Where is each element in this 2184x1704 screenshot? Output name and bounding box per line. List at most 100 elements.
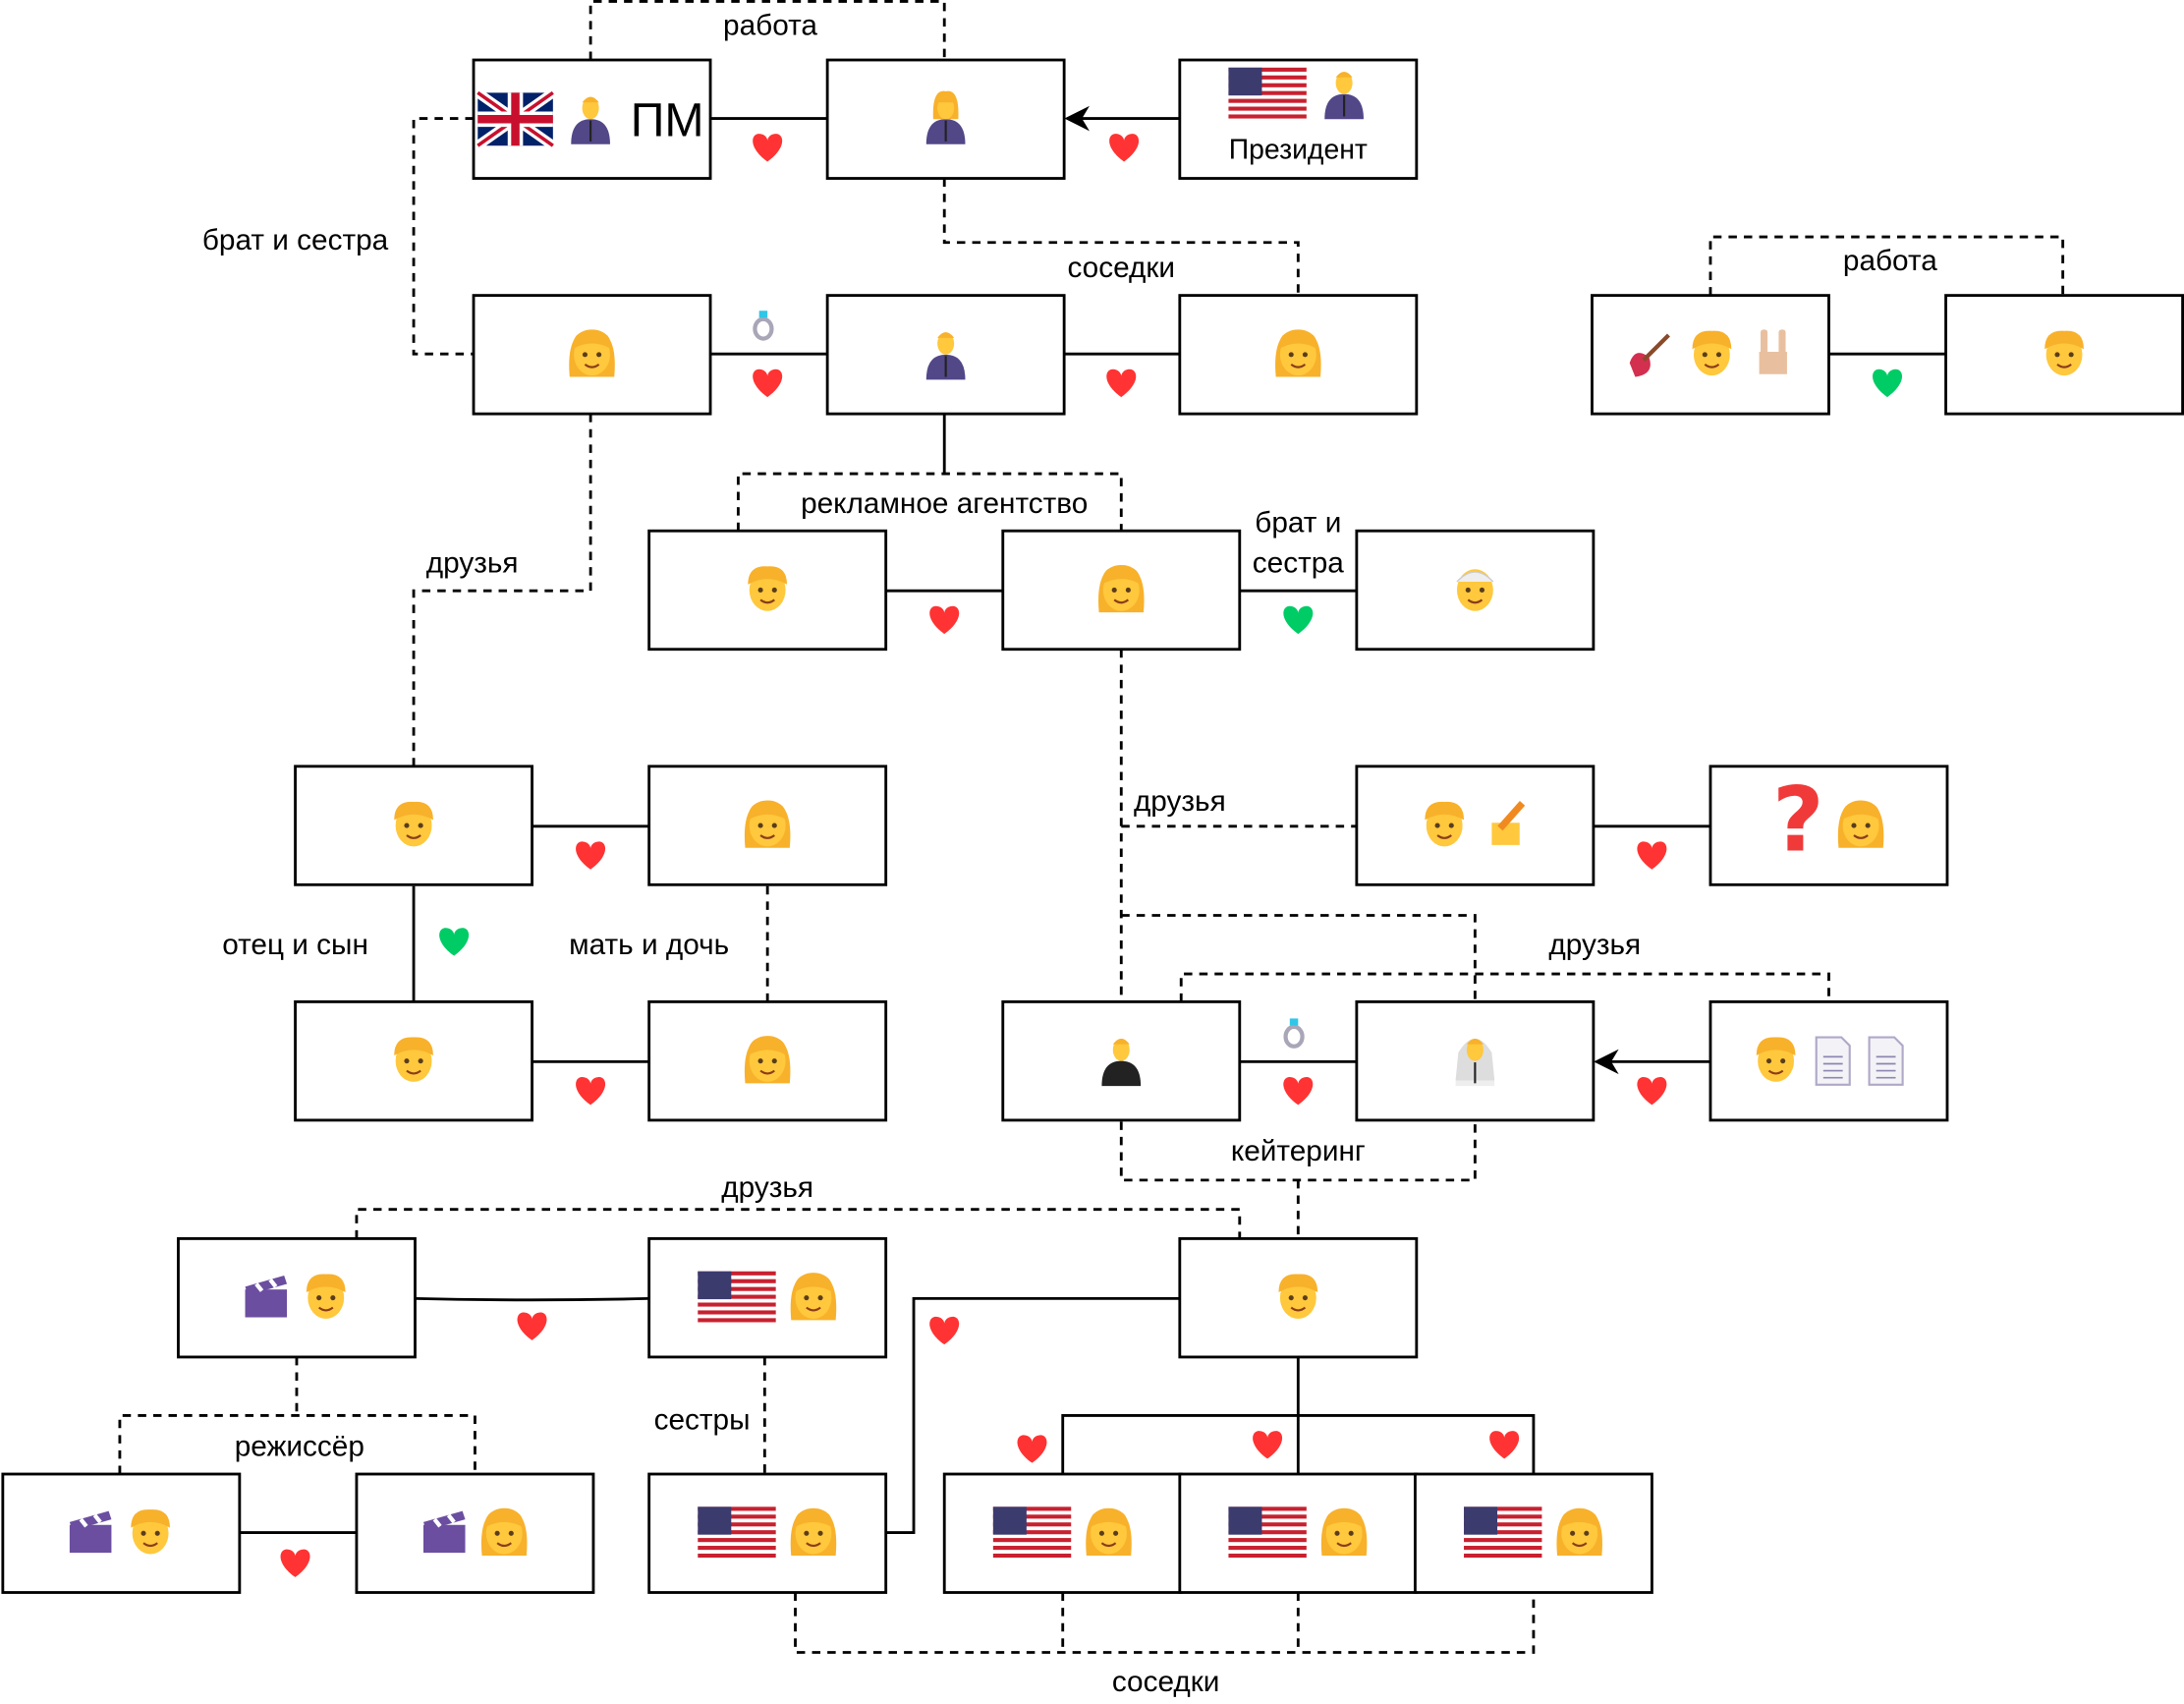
relation-marks bbox=[280, 134, 1903, 1577]
person-box-q[interactable] bbox=[647, 999, 888, 1122]
person-box-k[interactable] bbox=[1355, 529, 1596, 652]
edge-work-top[interactable] bbox=[588, 0, 946, 61]
man-icon bbox=[394, 801, 433, 847]
edge-director[interactable] bbox=[118, 1356, 476, 1475]
edge[interactable] bbox=[885, 1296, 1180, 1534]
person-box-x[interactable] bbox=[1, 1472, 242, 1594]
man-suit-icon bbox=[1324, 72, 1364, 120]
clapper-icon bbox=[422, 1510, 466, 1554]
person-box-e[interactable] bbox=[825, 294, 1066, 416]
person-box-f[interactable] bbox=[1178, 294, 1419, 416]
label-neighbors-bottom: соседки bbox=[1112, 1666, 1220, 1698]
label-friends-left: друзья bbox=[426, 547, 519, 580]
box-frame bbox=[355, 1472, 595, 1594]
red-heart-icon bbox=[1017, 1435, 1047, 1463]
edge[interactable] bbox=[1121, 914, 1477, 1002]
document-icon bbox=[1868, 1036, 1904, 1086]
red-heart-icon bbox=[1489, 1431, 1520, 1459]
woman-icon bbox=[569, 329, 615, 377]
man-icon bbox=[1756, 1037, 1796, 1082]
edge[interactable] bbox=[415, 1296, 649, 1302]
label-director: режиссёр bbox=[235, 1431, 364, 1463]
box-frame bbox=[1944, 294, 2184, 416]
us-flag-icon bbox=[992, 1506, 1072, 1561]
person-box-president[interactable]: Президент bbox=[1178, 58, 1419, 180]
label-work-top: работа bbox=[723, 10, 817, 42]
us-flag-icon bbox=[698, 1506, 776, 1561]
edge-friends-bottom[interactable] bbox=[355, 1208, 1242, 1239]
us-flag-icon bbox=[698, 1271, 776, 1325]
woman-icon bbox=[744, 800, 791, 848]
woman-icon bbox=[480, 1507, 528, 1556]
rock-hand-icon bbox=[1759, 329, 1787, 374]
person-box-h[interactable] bbox=[1944, 294, 2184, 416]
edge-work-right[interactable] bbox=[1708, 235, 2065, 296]
man-icon bbox=[1692, 330, 1732, 376]
person-box-i[interactable] bbox=[647, 529, 888, 652]
red-heart-icon bbox=[753, 134, 783, 162]
green-heart-icon bbox=[1283, 605, 1314, 635]
edge-labels: работа брат и сестра соседки работа рекл… bbox=[189, 5, 1947, 1698]
person-box-y[interactable] bbox=[355, 1472, 595, 1594]
person-box-p[interactable] bbox=[294, 999, 533, 1122]
label-siblings-left: брат и сестра bbox=[202, 224, 389, 256]
edge-neighbors-bottom[interactable] bbox=[794, 1592, 1536, 1654]
label-father-son: отец и сын bbox=[222, 929, 368, 961]
green-heart-icon bbox=[439, 928, 470, 956]
box-label: ПМ bbox=[631, 93, 704, 146]
person-box-s[interactable] bbox=[1355, 999, 1596, 1122]
ring-icon bbox=[753, 311, 774, 341]
label-siblings-mid: брат и bbox=[1255, 507, 1341, 540]
label-friends-right: друзья bbox=[1548, 929, 1641, 961]
edge[interactable] bbox=[1061, 1356, 1536, 1475]
clapper-icon bbox=[69, 1510, 112, 1554]
person-box-b[interactable] bbox=[825, 58, 1066, 180]
edge-siblings-left[interactable] bbox=[412, 117, 475, 356]
solid-edges bbox=[239, 105, 1946, 1534]
person-box-j[interactable] bbox=[1001, 529, 1242, 652]
person-box-r[interactable] bbox=[1001, 999, 1242, 1122]
edge-friends-mid[interactable] bbox=[1119, 649, 1357, 1002]
woman-icon bbox=[790, 1507, 837, 1556]
man-icon bbox=[1278, 1274, 1318, 1319]
boy-icon bbox=[394, 1037, 433, 1082]
label-ad-agency: рекламное агентство bbox=[801, 487, 1088, 520]
person-box-d[interactable] bbox=[472, 294, 712, 416]
label-friends-bottom: друзья bbox=[721, 1171, 813, 1204]
red-heart-icon bbox=[1106, 369, 1137, 398]
person-box-ac[interactable] bbox=[1413, 1472, 1653, 1594]
woman-icon bbox=[1320, 1507, 1368, 1556]
woman-icon bbox=[1556, 1507, 1602, 1556]
person-box-t[interactable] bbox=[1708, 999, 1949, 1122]
edge-catering[interactable] bbox=[1119, 1121, 1477, 1239]
woman-icon bbox=[1837, 800, 1884, 848]
edge-friends-left[interactable] bbox=[412, 414, 592, 767]
man-suit-icon bbox=[571, 96, 610, 144]
woman-icon bbox=[1098, 564, 1145, 613]
person-box-n[interactable] bbox=[1355, 765, 1596, 886]
box-frame bbox=[1355, 765, 1596, 886]
edge-ad-agency[interactable] bbox=[736, 472, 1123, 532]
person-box-z[interactable] bbox=[647, 1472, 888, 1594]
box-frame bbox=[472, 294, 712, 416]
person-box-o[interactable]: ? bbox=[1708, 765, 1949, 886]
person-box-pm[interactable]: ПМ bbox=[472, 58, 712, 180]
edge-friends-right[interactable] bbox=[1179, 972, 1830, 1002]
person-box-ab[interactable] bbox=[1178, 1472, 1419, 1594]
person-box-g[interactable] bbox=[1591, 294, 1830, 416]
person-box-u[interactable] bbox=[177, 1237, 417, 1359]
person-box-v[interactable] bbox=[647, 1237, 888, 1359]
person-box-l[interactable] bbox=[294, 765, 533, 886]
us-flag-icon bbox=[1228, 1506, 1307, 1561]
edge-neighbors-top[interactable] bbox=[942, 178, 1300, 296]
man-icon bbox=[1425, 801, 1465, 847]
bandaged-face-icon bbox=[1456, 569, 1494, 611]
person-box-w[interactable] bbox=[1178, 1237, 1419, 1359]
red-heart-icon bbox=[1637, 1076, 1667, 1106]
man-icon bbox=[131, 1509, 170, 1555]
person-box-m[interactable] bbox=[647, 765, 888, 886]
red-heart-icon bbox=[753, 369, 783, 398]
person-box-aa[interactable] bbox=[942, 1472, 1183, 1594]
box-frame bbox=[1708, 765, 1949, 886]
